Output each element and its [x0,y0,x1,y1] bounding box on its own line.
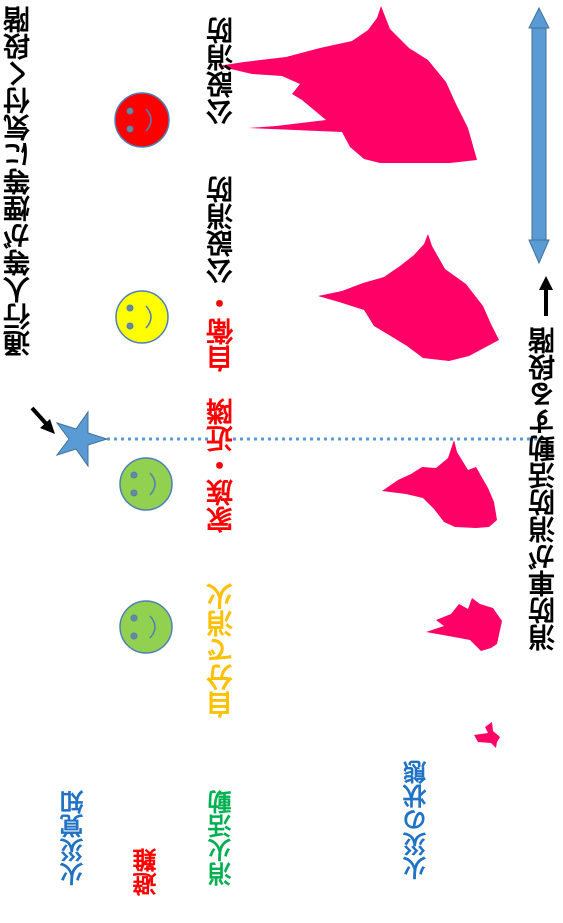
label-fire-state: 火災の状態 [403,760,431,880]
flame-icon-small [426,598,502,651]
flame-icon-medium [382,440,497,528]
stage-public-fire-1: 公設消防 [207,176,238,284]
stage-self-extinguish: 自分で消火 [207,583,238,718]
arrow-to-double-arrow-head [539,276,553,290]
label-evacuation: 避難 [133,848,161,896]
face-icon-yellow [115,290,169,344]
face-icon-red [114,92,170,148]
stage-family-neighbors: 家族・近隣 [207,398,238,533]
arrow-to-star-head [40,419,55,434]
stage-self-defense: 自衛 [207,318,238,372]
annotation-passerby-notices: 通行人等が煙等に気付く段階 [4,6,35,357]
face-icon-green-1 [119,600,173,654]
annotation-fire-engine-stage: 消防車が消防活動する段階 [529,327,560,651]
double-arrow-fire-engine-stage [528,6,550,265]
label-firefighting: 消火活動 [208,790,236,886]
flame-icon-huge [218,6,477,163]
stage-dot: ・ [207,290,238,317]
stage-public-fire-2: 公設消防 [207,17,238,125]
flame-icon-large [318,234,499,361]
label-fire-awareness: 火災覚知 [60,790,88,886]
face-icon-green-2 [119,457,173,511]
star-icon [55,410,109,468]
flame-icon-tiny [474,722,500,748]
